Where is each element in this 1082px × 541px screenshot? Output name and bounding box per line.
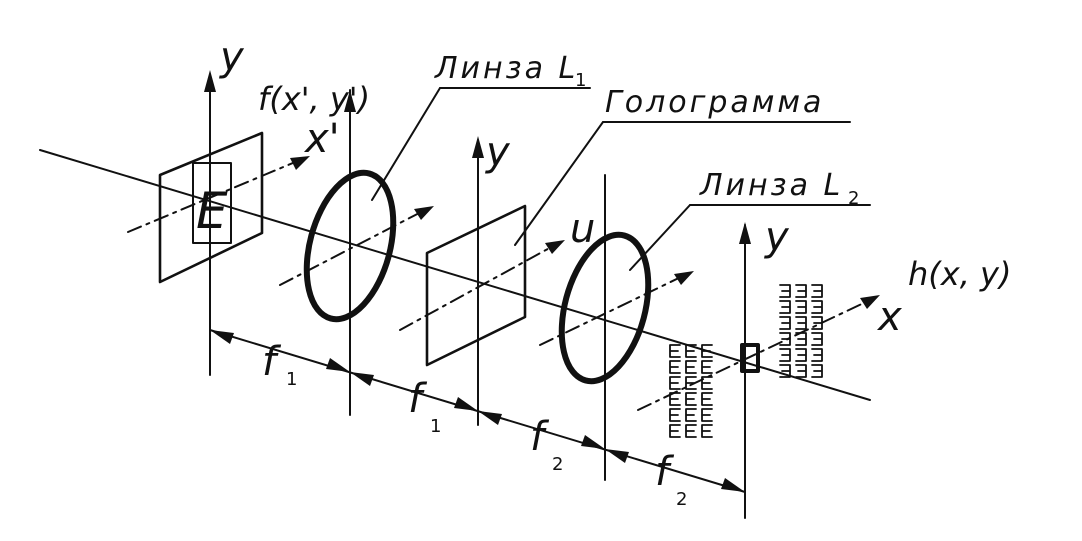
f1a-arrow-left <box>210 330 234 344</box>
diffraction-mark <box>811 348 823 362</box>
f1b-arrow-right <box>454 397 478 411</box>
hologram-y-axis-arrowhead <box>472 136 484 158</box>
diffraction-mark <box>811 364 823 378</box>
diffraction-mark <box>685 344 697 358</box>
hologram-leader <box>514 121 604 246</box>
lens-l2-x-axis <box>539 274 686 346</box>
lens-l2: Линза L 2 <box>539 168 871 481</box>
f2-label-1-sub: 2 <box>552 454 563 475</box>
output-function-label: h(x, y) <box>908 255 1011 293</box>
output-x-label: x <box>876 294 902 340</box>
lens-l2-label-sub: 2 <box>848 188 859 209</box>
output-plane: y x h(x, y) <box>637 214 1011 519</box>
lens-l2-outline <box>558 231 652 385</box>
diffraction-mark <box>795 316 807 330</box>
diffraction-mark <box>795 364 807 378</box>
hologram-u-arrowhead <box>545 240 565 254</box>
output-y-axis-arrowhead <box>739 222 751 244</box>
diffraction-mark <box>779 348 791 362</box>
lens-l1-label: Линза L <box>434 51 578 86</box>
hologram-y-label: y <box>485 129 511 175</box>
lens-l1-label-sub: 1 <box>575 70 586 91</box>
f2-label-1: f <box>530 414 550 460</box>
output-x-arrowhead <box>860 295 880 309</box>
input-x-prime-label: x' <box>303 116 340 162</box>
lens-l1-outline <box>303 169 397 323</box>
diffraction-mark <box>701 344 713 358</box>
diffraction-mark <box>685 392 697 406</box>
input-transparency-frame <box>192 162 232 244</box>
diffraction-mark <box>811 300 823 314</box>
lens-l1-y-axis-arrowhead <box>344 90 356 112</box>
diffraction-center-mark <box>740 343 760 373</box>
diffraction-mark <box>685 360 697 374</box>
f2a-arrow-left <box>478 411 502 425</box>
diffraction-mark <box>795 348 807 362</box>
hologram-label: Голограмма <box>605 85 824 120</box>
diffraction-mark <box>669 360 681 374</box>
f1-label-1: f <box>262 339 282 385</box>
diffraction-mark <box>779 300 791 314</box>
lens-l2-label: Линза L <box>699 168 843 203</box>
diffraction-mark <box>779 332 791 346</box>
input-letter: E <box>196 182 228 240</box>
input-x-prime-arrowhead <box>290 156 310 170</box>
lens-l1-x-arrowhead <box>414 206 434 220</box>
input-y-label: y <box>219 34 245 80</box>
diffraction-mark <box>811 332 823 346</box>
diffraction-mark <box>685 424 697 438</box>
output-x-axis <box>637 299 871 411</box>
hologram-plane: y u Голограмма <box>399 85 851 426</box>
f1-label-2-sub: 1 <box>430 416 441 437</box>
lens-l1-x-axis <box>279 209 426 286</box>
output-diffraction-pattern <box>669 284 823 438</box>
diffraction-mark <box>669 424 681 438</box>
f2b-arrow-right <box>721 478 745 492</box>
lens-l1-leader <box>371 87 441 201</box>
f1a-arrow-right <box>326 358 350 372</box>
diffraction-mark <box>669 376 681 390</box>
diffraction-mark <box>685 376 697 390</box>
f2a-arrow-right <box>581 435 605 449</box>
optical-axis <box>39 149 871 401</box>
hologram-frame <box>425 204 527 367</box>
diffraction-mark <box>701 376 713 390</box>
hologram-u-axis <box>399 244 556 331</box>
diffraction-mark <box>685 408 697 422</box>
f2-label-2: f <box>655 449 675 495</box>
diffraction-mark <box>795 332 807 346</box>
input-y-axis-arrowhead <box>204 70 216 92</box>
diffraction-mark <box>795 284 807 298</box>
diffraction-mark <box>701 408 713 422</box>
output-y-label: y <box>764 214 790 260</box>
input-x-prime-axis <box>127 159 301 233</box>
diffraction-mark <box>811 284 823 298</box>
input-plane-frame <box>158 131 264 284</box>
f2-label-2-sub: 2 <box>676 489 687 510</box>
focal-dimension-line <box>209 329 746 493</box>
diffraction-mark <box>669 344 681 358</box>
diffraction-mark <box>811 316 823 330</box>
hologram-u-label: u <box>570 206 595 252</box>
diffraction-mark <box>701 392 713 406</box>
diffraction-mark <box>795 300 807 314</box>
input-plane: E y x' f(x', y') <box>127 34 370 376</box>
diffraction-mark <box>779 316 791 330</box>
f1-label-2: f <box>408 376 428 422</box>
lens-l1: Линза L 1 <box>279 51 591 416</box>
f1-label-1-sub: 1 <box>286 369 297 390</box>
diffraction-mark <box>701 424 713 438</box>
diffraction-mark <box>701 360 713 374</box>
diffraction-mark <box>779 284 791 298</box>
diffraction-mark <box>669 408 681 422</box>
f2b-arrow-left <box>605 449 629 463</box>
diffraction-mark <box>779 364 791 378</box>
f1b-arrow-left <box>350 372 374 386</box>
diffraction-mark <box>669 392 681 406</box>
input-function-label: f(x', y') <box>258 80 370 118</box>
lens-l2-x-arrowhead <box>674 271 694 285</box>
lens-l2-leader <box>629 204 691 271</box>
